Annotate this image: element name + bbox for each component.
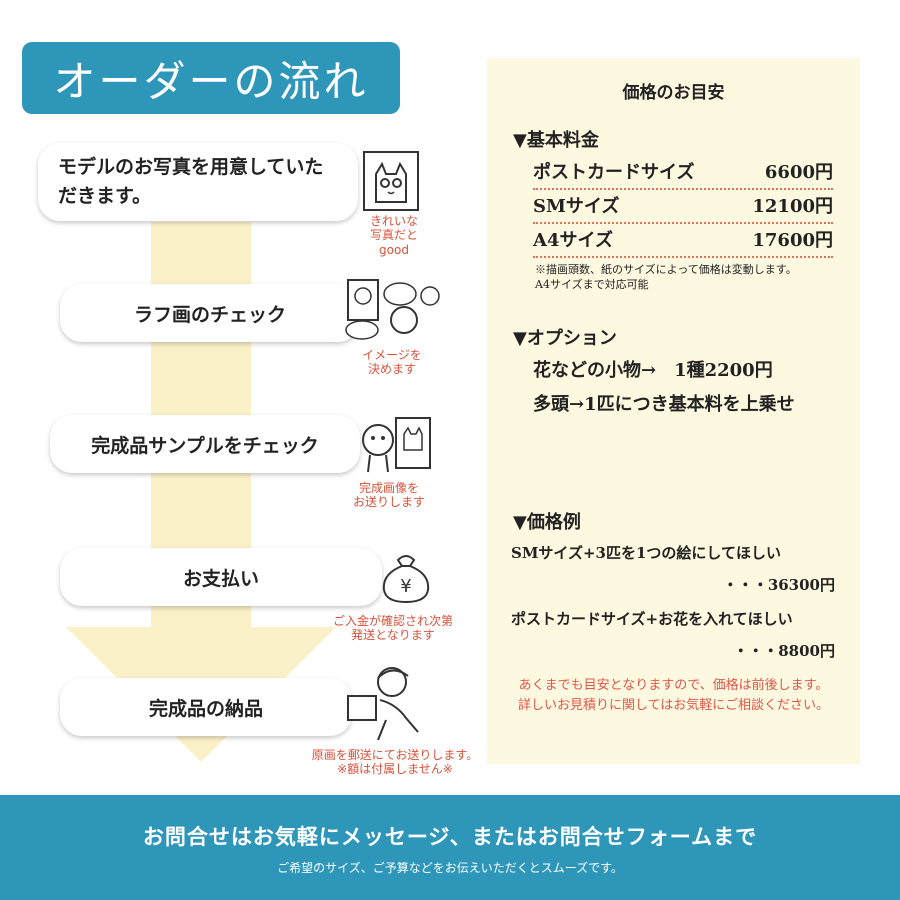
price-heading: 価格のお目安 (622, 83, 725, 103)
price-row-sm: SMサイズ 12100円 (533, 192, 833, 224)
basic-fee-note: ※描画頭数、紙のサイズによって価格は変動します。A4サイズまで対応可能 (535, 263, 797, 292)
flow-arrow (66, 222, 336, 762)
price-guide-panel: 価格のお目安 ▼基本料金 ポストカードサイズ 6600円 SMサイズ 12100… (487, 58, 860, 764)
price-row-name: SMサイズ (533, 196, 620, 217)
delivery-person-illustration (347, 667, 419, 741)
example-2-desc: ポストカードサイズ+お花を入れてほしい (511, 610, 793, 628)
step-3-note: 完成画像をお送りします (352, 481, 425, 510)
option-title: ▼オプション (513, 328, 617, 349)
price-row-a4: A4サイズ 17600円 (533, 226, 833, 258)
example-1-price: ・・・36300円 (722, 576, 835, 594)
money-bag-icon: ¥ (382, 555, 430, 604)
option-line-2: 多頭→1匹につき基本料を上乗せ (533, 394, 795, 415)
disclaimer: あくまでも目安となりますので、価格は前後します。詳しいお見積りに関してはお気軽に… (517, 678, 830, 713)
price-row-value: 12100円 (752, 196, 833, 217)
step-4-label: お支払い (182, 567, 259, 590)
step-3-card: 完成品サンプルをチェック (50, 415, 360, 473)
step-5-label: 完成品の納品 (148, 697, 263, 720)
example-1-desc: SMサイズ+3匹を1つの絵にしてほしい (511, 544, 781, 562)
step-2-note: イメージを決めます (362, 348, 422, 377)
contact-footer: お問合せはお気軽にメッセージ、またはお問合せフォームまで ご希望のサイズ、ご予算… (0, 795, 900, 900)
footer-main-text: お問合せはお気軽にメッセージ、またはお問合せフォームまで (142, 824, 758, 849)
price-row-value: 6600円 (764, 162, 833, 183)
svg-text:¥: ¥ (400, 576, 411, 597)
step-4-note: ご入金が確認され次第発送となります (332, 614, 453, 643)
step-1-card: モデルのお写真を用意していただきます。 (38, 143, 358, 221)
price-row-name: ポストカードサイズ (533, 162, 695, 183)
price-row-value: 17600円 (752, 230, 833, 251)
step-2-label: ラフ画のチェック (133, 303, 286, 326)
step-5-card: 完成品の納品 (60, 678, 352, 736)
step-3-label: 完成品サンプルをチェック (91, 434, 319, 457)
rough-sketch-illustration (345, 279, 440, 340)
basic-fee-title: ▼基本料金 (513, 130, 599, 151)
example-2-price: ・・・8800円 (733, 642, 835, 660)
price-row-postcard: ポストカードサイズ 6600円 (533, 158, 833, 190)
cat-photo-illustration (363, 151, 419, 211)
step-2-card: ラフ画のチェック (60, 284, 360, 342)
step-1-label: モデルのお写真を用意していただきます。 (58, 155, 324, 207)
footer-sub-text: ご希望のサイズ、ご予算などをお伝えいただくとスムーズです。 (277, 861, 623, 875)
page-title-banner: オーダーの流れ (22, 42, 400, 114)
step-5-note: 原画を郵送にてお送りします。※額は付属しません※ (311, 748, 479, 777)
examples-title: ▼価格例 (513, 512, 581, 533)
price-row-name: A4サイズ (533, 230, 613, 251)
page-title: オーダーの流れ (53, 56, 369, 106)
sample-check-illustration (362, 417, 431, 473)
option-line-1: 花などの小物→ 1種2200円 (533, 360, 773, 381)
step-4-card: お支払い (60, 548, 382, 606)
